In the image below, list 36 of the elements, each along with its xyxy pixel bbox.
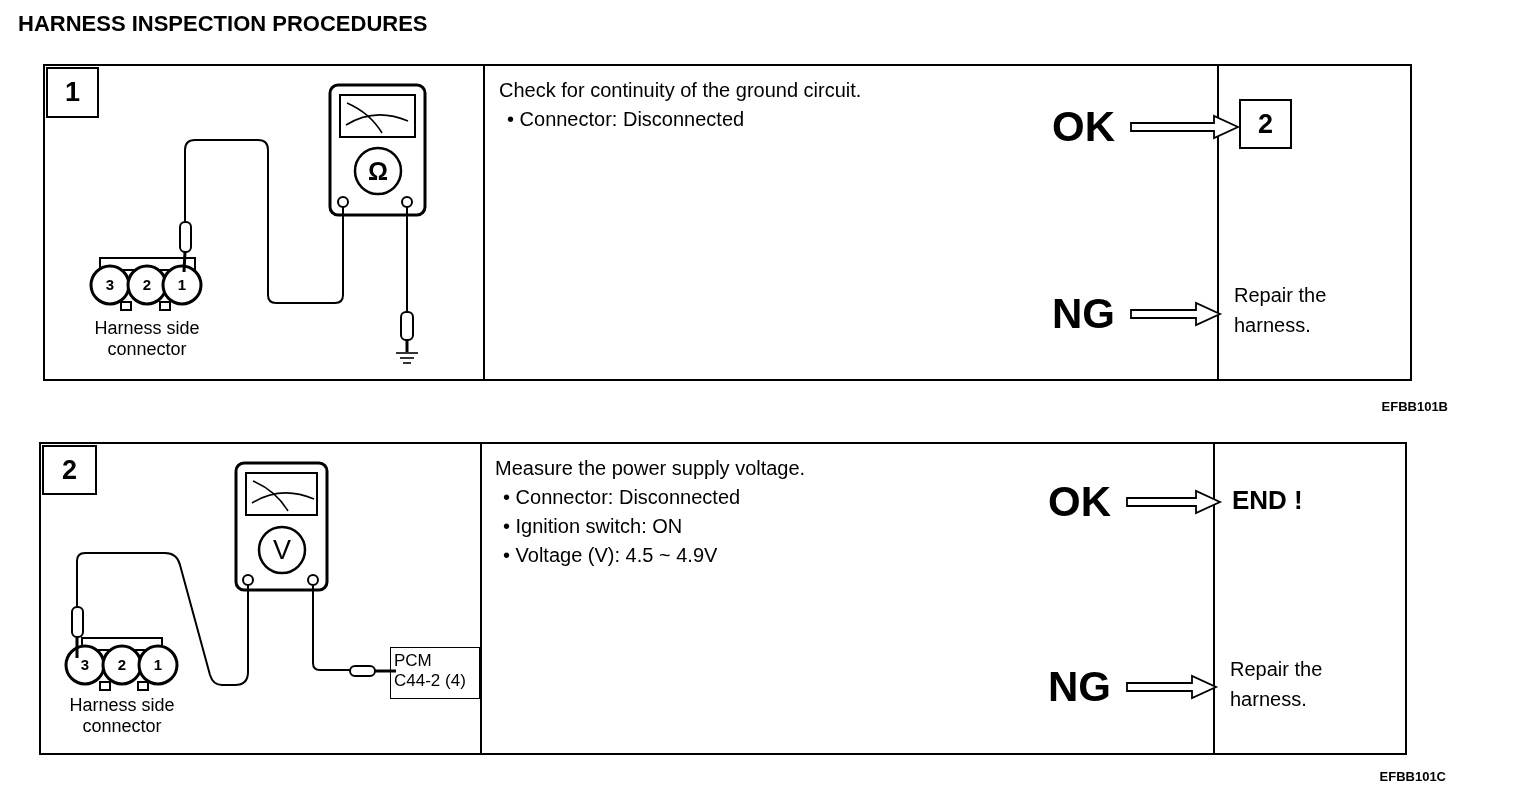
result-label: NG bbox=[1052, 290, 1142, 338]
figure-code: EFBB101C bbox=[1379, 769, 1446, 785]
action-text: Repair the harness. bbox=[1221, 280, 1401, 342]
bullet-item: • Ignition switch: ON bbox=[502, 514, 684, 539]
terminal-box: PCM C44-2 (4) bbox=[390, 647, 480, 699]
action-text: Repair the harness. bbox=[1217, 654, 1397, 716]
bullet-item: • Connector: Disconnected bbox=[506, 107, 746, 132]
pin-number: 3 bbox=[105, 276, 115, 294]
result-label: OK bbox=[1048, 478, 1138, 526]
pin-number: 2 bbox=[117, 656, 127, 674]
hollow-arrow bbox=[1130, 301, 1223, 327]
figure-code: EFBB101B bbox=[1381, 399, 1448, 415]
bullet-item: • Voltage (V): 4.5 ~ 4.9V bbox=[502, 543, 719, 568]
step-number-box: 2 bbox=[42, 445, 97, 495]
page-title: HARNESS INSPECTION PROCEDURES bbox=[18, 11, 428, 37]
pin-number: 3 bbox=[80, 656, 90, 674]
result-label: OK bbox=[1052, 103, 1142, 151]
step-number-box: 2 bbox=[1239, 99, 1292, 149]
pin-number: 1 bbox=[153, 656, 163, 674]
bullet-item: • Connector: Disconnected bbox=[502, 485, 742, 510]
pin-number: 2 bbox=[142, 276, 152, 294]
procedure-panel bbox=[43, 64, 1412, 381]
part-caption: Harness side connector bbox=[68, 695, 176, 737]
result-label: NG bbox=[1048, 663, 1138, 711]
instruction-text: Check for continuity of the ground circuit. bbox=[499, 78, 863, 103]
procedure-panel bbox=[39, 442, 1407, 755]
hollow-arrow bbox=[1126, 674, 1219, 700]
pin-number: 1 bbox=[177, 276, 187, 294]
hollow-arrow bbox=[1126, 489, 1223, 515]
volt-symbol: V bbox=[273, 535, 291, 565]
part-caption: Harness side connector bbox=[93, 318, 201, 360]
step-number-box: 1 bbox=[46, 67, 99, 118]
hollow-arrow bbox=[1130, 114, 1241, 140]
ohm-symbol: Ω bbox=[367, 157, 388, 185]
end-label: END ! bbox=[1221, 482, 1381, 518]
instruction-text: Measure the power supply voltage. bbox=[495, 456, 807, 481]
